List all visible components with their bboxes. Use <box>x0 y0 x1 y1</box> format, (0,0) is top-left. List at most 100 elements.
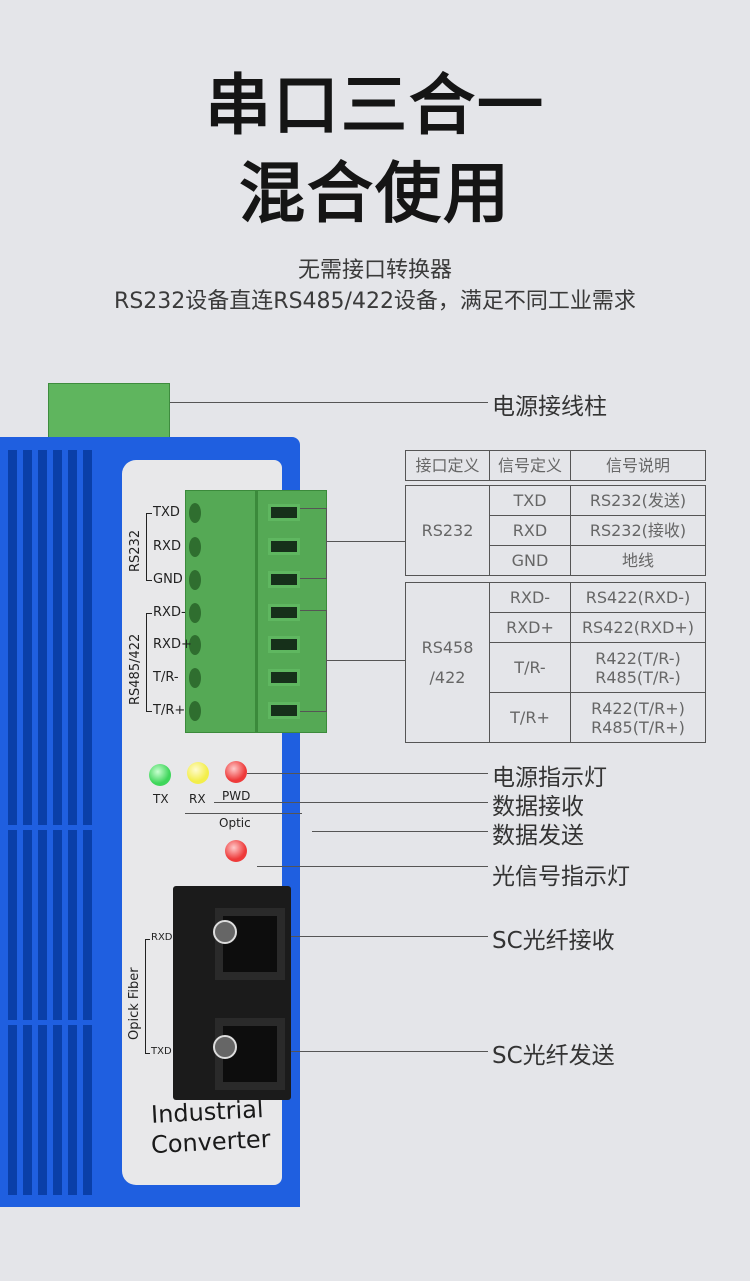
brand-line-1: Industrial <box>150 1095 265 1129</box>
heatsink-fin <box>83 830 92 1020</box>
callout-optic-led: 光信号指示灯 <box>492 864 630 890</box>
heatsink-fin <box>68 1025 77 1195</box>
terminal-slot <box>268 504 300 521</box>
subtitle-line-1: 无需接口转换器 <box>297 258 452 283</box>
heatsink-fin <box>38 450 47 680</box>
callout-line-tx-b <box>312 831 488 832</box>
pwd-label: PWD <box>222 789 251 803</box>
callout-sc-tx: SC光纤发送 <box>492 1043 615 1069</box>
terminal-slot <box>268 538 300 555</box>
pin-label: T/R+ <box>153 703 186 718</box>
terminal-screw <box>189 701 201 721</box>
heatsink-fin <box>53 625 62 825</box>
signal-cell: TXD <box>489 485 571 516</box>
signal-cell: T/R- <box>489 642 571 693</box>
terminal-divider <box>255 490 258 733</box>
desc-line: R485(T/R-) <box>595 667 681 687</box>
power-terminal-block <box>48 383 170 441</box>
callout-power-terminal: 电源接线柱 <box>492 394 607 420</box>
terminal-slot <box>268 669 300 686</box>
desc-line: R422(T/R+) <box>591 698 685 718</box>
terminal-slot <box>268 702 300 719</box>
heatsink-fin <box>38 1025 47 1195</box>
heatsink-fin <box>23 625 32 825</box>
signal-cell: RXD+ <box>489 612 571 643</box>
desc-cell: RS232(接收) <box>570 515 706 546</box>
pin-label: RXD- <box>153 605 186 620</box>
callout-line-power <box>170 402 488 403</box>
rs232-bracket <box>146 513 152 581</box>
heatsink-fin <box>83 450 92 680</box>
rs485-link-bracket <box>300 610 327 712</box>
rs485-name-line2: /422 <box>429 667 466 687</box>
rs485-group-label: RS485/422 <box>128 633 143 705</box>
table-row: T/R+R422(T/R+)R485(T/R+) <box>406 692 706 743</box>
sc-rx-port <box>215 908 285 980</box>
pin-label: RXD <box>153 539 181 554</box>
terminal-slot <box>268 636 300 653</box>
tx-led <box>149 764 171 786</box>
callout-data-tx: 数据发送 <box>492 823 584 849</box>
callout-line-power-led <box>247 773 488 774</box>
callout-line-tx-a <box>185 813 302 814</box>
rs232-group-label: RS232 <box>128 529 143 572</box>
table-row: RXD+RS422(RXD+) <box>406 612 706 643</box>
heatsink-fin <box>8 1025 17 1195</box>
callout-line-rx <box>214 802 488 803</box>
rx-label: RX <box>189 792 206 806</box>
terminal-screw <box>189 537 201 557</box>
rs232-link-bracket <box>300 508 327 579</box>
fiber-txd-label: TXD <box>151 1046 172 1057</box>
rs485-name: RS458/422 <box>405 582 490 743</box>
table-header: 接口定义信号定义信号说明 <box>405 450 706 481</box>
fiber-bracket <box>145 939 150 1054</box>
desc-line: R422(T/R-) <box>595 648 681 668</box>
heatsink-fin <box>83 625 92 825</box>
terminal-screw <box>189 503 201 523</box>
heatsink-fin <box>23 450 32 680</box>
heatsink-fin <box>53 450 62 680</box>
optic-led <box>225 840 247 862</box>
desc-cell: 地线 <box>570 545 706 576</box>
heatsink-fin <box>38 830 47 1020</box>
callout-line-sc-tx <box>291 1051 488 1052</box>
heatsink-fin <box>83 1025 92 1195</box>
signal-cell: GND <box>489 545 571 576</box>
fiber-rxd-label: RXD <box>151 932 173 943</box>
header-cell: 信号说明 <box>570 450 706 481</box>
pin-label: T/R- <box>153 670 179 685</box>
desc-cell: RS422(RXD+) <box>570 612 706 643</box>
table-row: T/R- R422(T/R-)R485(T/R-) <box>406 642 706 693</box>
terminal-slot <box>268 604 300 621</box>
heatsink-fin <box>8 830 17 1020</box>
desc-line: R485(T/R+) <box>591 717 685 737</box>
callout-data-rx: 数据接收 <box>492 794 584 820</box>
callout-line-optic <box>257 866 488 867</box>
header-cell: 接口定义 <box>405 450 490 481</box>
signal-cell: RXD- <box>489 582 571 613</box>
header-cell: 信号定义 <box>489 450 571 481</box>
rx-led <box>187 762 209 784</box>
heatsink-fin <box>38 625 47 825</box>
terminal-screw <box>189 603 201 623</box>
rs485-bracket <box>146 613 152 712</box>
heatsink-fin <box>23 830 32 1020</box>
desc-cell: R422(T/R+)R485(T/R+) <box>570 692 706 743</box>
sc-tx-ferrule <box>213 1035 237 1059</box>
rs232-link-line <box>327 541 405 542</box>
rs485-link-line <box>327 660 405 661</box>
desc-cell: RS422(RXD-) <box>570 582 706 613</box>
heatsink-fin <box>8 450 17 680</box>
heatsink-fin <box>23 1025 32 1195</box>
subtitle-line-2: RS232设备直连RS485/422设备，满足不同工业需求 <box>114 289 636 314</box>
title-line-2: 混合使用 <box>239 155 511 232</box>
desc-cell: RS232(发送) <box>570 485 706 516</box>
pin-label: RXD+ <box>153 637 192 652</box>
callout-power-led: 电源指示灯 <box>492 765 607 791</box>
signal-cell: RXD <box>489 515 571 546</box>
